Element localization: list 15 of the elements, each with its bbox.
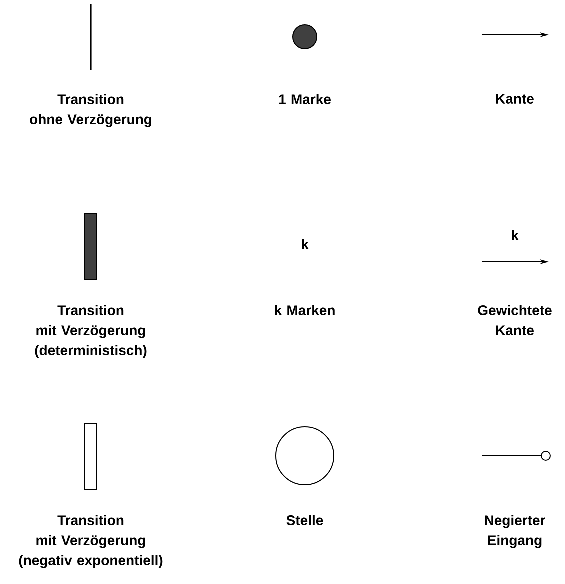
- caption: k Marken: [275, 305, 335, 316]
- node-label: Transition ohne Verzögerung: [30, 94, 152, 128]
- node-label: Transition mit Verzögerung (negativ exponentiell): [19, 515, 163, 568]
- transition-bar: [84, 214, 98, 280]
- node-label: 1 Marke: [279, 94, 331, 104]
- marker-text: k: [302, 239, 309, 250]
- node-label: Transition mit Verzögerung (deterministisch): [35, 305, 147, 358]
- caption: Gewichtete Kante: [478, 305, 552, 336]
- caption: Kante: [496, 94, 534, 104]
- transition-bar: [84, 424, 98, 490]
- caption: Negierter Eingang: [485, 515, 546, 548]
- weight-label: k: [512, 230, 519, 240]
- token-dot: [292, 24, 318, 50]
- place-circle: [276, 426, 334, 486]
- node-label: Stelle: [286, 515, 324, 526]
